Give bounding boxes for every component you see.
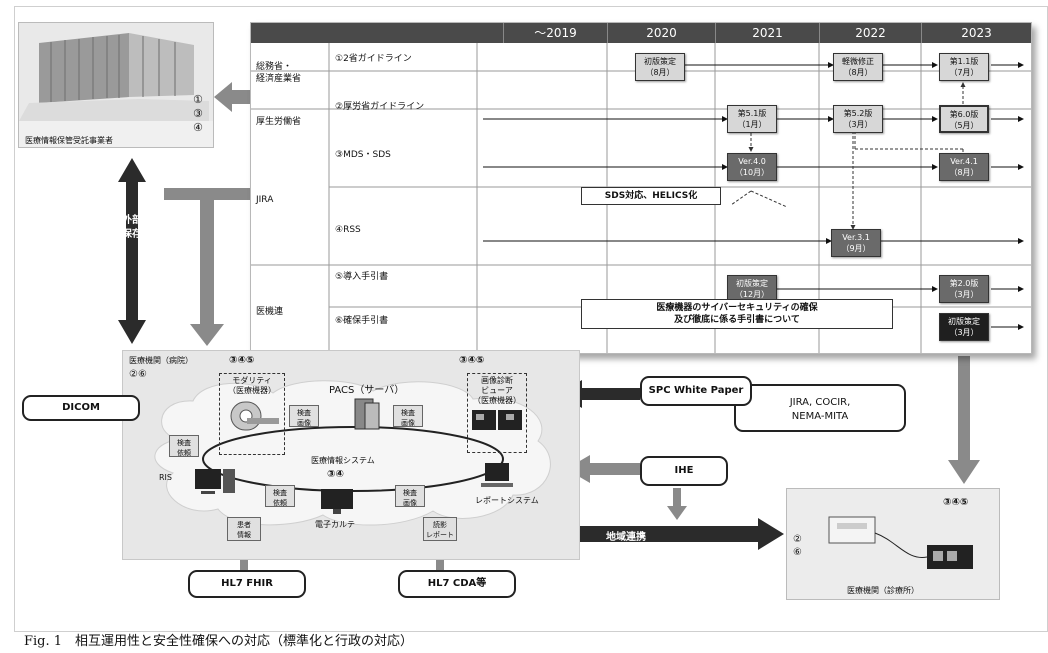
- clinic-devices-icon: [828, 516, 973, 569]
- col-header-2022: 2022: [819, 23, 921, 43]
- report-system-label: レポートシステム: [475, 496, 539, 505]
- guide-rss: ④RSS: [335, 225, 361, 235]
- version-r3-2023: Ver.4.1 （8月）: [939, 153, 989, 181]
- viewer-nums: ③④⑤: [459, 355, 485, 366]
- hl7-fhir-box: HL7 FHIR: [188, 570, 306, 598]
- figure-caption: Fig. 1 相互運用性と安全性確保への対応（標準化と行政の対応）: [24, 634, 414, 649]
- report-computer-icon: [481, 463, 513, 487]
- version-r6-2023: 初版策定 （3月）: [939, 313, 989, 341]
- modality-nums: ③④⑤: [229, 355, 255, 366]
- version-r3-2021: Ver.4.0 （10月）: [727, 153, 777, 181]
- viewer-label: 画像診断 ビューア （医療機器）: [473, 376, 521, 405]
- ris-computer-icon: [195, 469, 235, 494]
- external-storage-arrow: [118, 158, 146, 344]
- guide-mhlw: ②厚労省ガイドライン: [335, 102, 425, 112]
- guide-2ministry: ①2省ガイドライン: [335, 54, 412, 64]
- patient-info-box: 患者 情報: [227, 517, 261, 541]
- his-nums: ③④: [327, 469, 344, 480]
- spc-white-paper-box: SPC White Paper: [640, 376, 752, 406]
- header-blank: [251, 23, 503, 43]
- hospital-title: 医療機関（病院）: [129, 356, 193, 365]
- server-rack-icon: [19, 23, 213, 121]
- version-r1-2023: 第1.1版 （7月）: [939, 53, 989, 81]
- emr-label: 電子カルテ: [315, 520, 355, 529]
- exam-image-box-1: 検査 画像: [289, 405, 319, 427]
- guide-mds-sds: ③MDS・SDS: [335, 150, 391, 160]
- col-header-2020: 2020: [607, 23, 715, 43]
- contractor-label: 医療情報保管受託事業者: [25, 136, 113, 145]
- pacs-label: PACS（サーバ）: [329, 385, 405, 396]
- version-r1-2022: 軽微修正 （8月）: [833, 53, 883, 81]
- ct-scanner-icon: [230, 401, 279, 431]
- clinic-nums-side: ② ⑥: [793, 534, 802, 558]
- version-r5-2021: 初版策定 （12月）: [727, 275, 777, 303]
- exam-image-box-2: 検査 画像: [393, 405, 423, 427]
- hospital-panel: 医療機関（病院） ②⑥ ③④⑤ モダリティ （医療機器） PACS（サーバ） ③…: [122, 350, 580, 560]
- col-header-2023: 2023: [921, 23, 1031, 43]
- note-sds-helics: SDS対応、HELICS化: [581, 187, 721, 205]
- clinic-panel: ③④⑤ ② ⑥ 医療機関（診療所）: [786, 488, 1000, 600]
- arrow-to-contractor: [214, 82, 252, 112]
- col-header-2021: 2021: [715, 23, 819, 43]
- ihe-down-arrow: [667, 488, 687, 520]
- guideline-timeline-table: ～2019 2020 2021 2022 2023: [250, 22, 1032, 354]
- clinic-down-arrow: [948, 356, 980, 484]
- ihe-box: IHE: [640, 456, 728, 486]
- regional-label: 地域連携: [606, 532, 646, 543]
- guide-intro: ⑤導入手引書: [335, 272, 389, 282]
- org-jira: JIRA: [256, 195, 274, 205]
- clinic-label: 医療機関（診療所）: [847, 586, 919, 595]
- version-r2-2022: 第5.2版 （3月）: [833, 105, 883, 133]
- version-r4-2022: Ver.3.1 （9月）: [831, 229, 881, 257]
- his-label: 医療情報システム: [311, 456, 375, 465]
- version-r2-2023: 第6.0版 （5月）: [939, 105, 989, 133]
- t-connector-arrow: [164, 188, 250, 346]
- col-header-2019: ～2019: [503, 23, 607, 43]
- note-cyber-security: 医療機器のサイバーセキュリティの確保 及び徹底に係る手引書について: [581, 299, 893, 329]
- hospital-nums: ②⑥: [129, 369, 147, 380]
- modality-box: モダリティ （医療機器）: [219, 373, 285, 455]
- regional-arrow: [546, 518, 784, 550]
- version-r2-2021: 第5.1版 （1月）: [727, 105, 777, 133]
- org-meti: 総務省・ 経済産業省: [256, 62, 302, 84]
- exam-request-box-1: 検査 依頼: [169, 435, 199, 457]
- clinic-nums-top: ③④⑤: [943, 497, 969, 508]
- version-r5-2023: 第2.0版 （3月）: [939, 275, 989, 303]
- org-jfmda: 医機連: [256, 307, 284, 317]
- reading-report-box: 読影 レポート: [423, 517, 457, 541]
- dicom-box: DICOM: [22, 395, 140, 421]
- emr-monitor-icon: [321, 489, 353, 514]
- org-mhlw: 厚生労働省: [256, 117, 302, 127]
- exam-image-box-3: 検査 画像: [395, 485, 425, 507]
- modality-label: モダリティ （医療機器）: [228, 376, 276, 395]
- pacs-server-icon: [354, 398, 380, 430]
- ris-label: RIS: [159, 473, 172, 482]
- viewer-monitor-icon: [472, 410, 522, 430]
- hl7-cda-box: HL7 CDA等: [398, 570, 516, 598]
- guide-secure: ⑥確保手引書: [335, 316, 389, 326]
- ihe-arrow: [566, 455, 640, 483]
- version-r1-2020: 初版策定 （8月）: [635, 53, 685, 81]
- viewer-box: 画像診断 ビューア （医療機器）: [467, 373, 527, 453]
- exam-request-box-2: 検査 依頼: [265, 485, 295, 507]
- external-storage-label: 外部 保存: [122, 215, 142, 240]
- spc-orgs-box: JIRA, COCIR, NEMA-MITA: [734, 384, 906, 432]
